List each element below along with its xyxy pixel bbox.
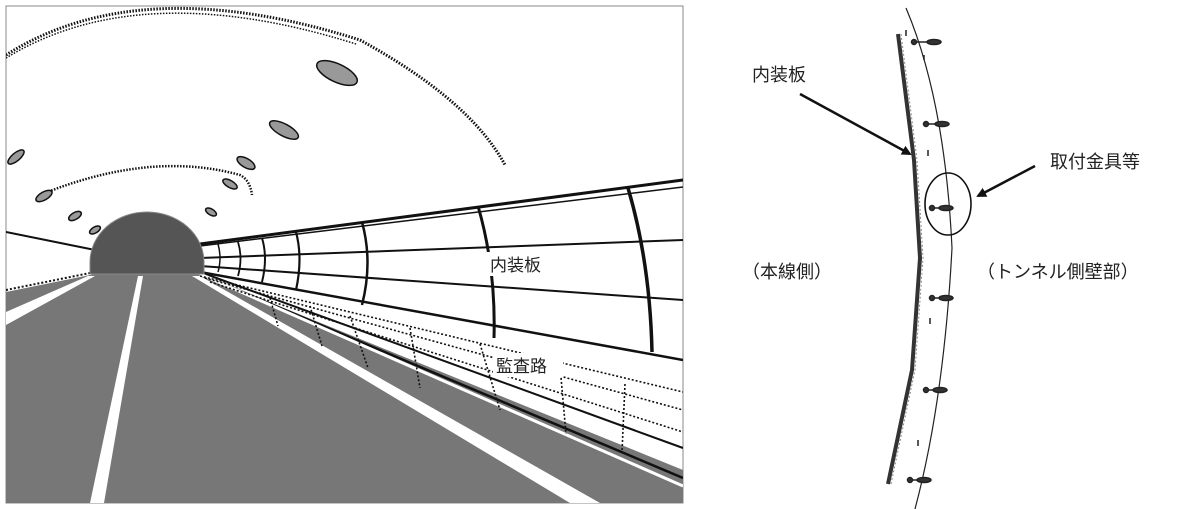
interior-panel-label: 内装板: [490, 256, 541, 276]
interior-panel-wall: [199, 178, 683, 362]
lane-line-center: [90, 276, 143, 503]
tunnel-wall-curve: [905, 7, 953, 509]
fitting-pointer-arrow: [976, 164, 1036, 198]
road-surface: [6, 274, 683, 503]
mounting-fittings: [905, 30, 954, 484]
panel-section-view: 内装板 取付金具等 （本線側） （トンネル側壁部）: [742, 7, 1140, 509]
tunnel-perspective-view: 内装板 監査路: [5, 5, 684, 504]
ceiling-lights: [7, 59, 359, 235]
lane-line-left: [6, 276, 95, 325]
ceiling-cables: [6, 6, 507, 197]
mainline-side-label: （本線側）: [742, 262, 832, 283]
lane-line-right: [192, 276, 600, 503]
tunnel-wall-side-label: （トンネル側壁部）: [977, 262, 1139, 283]
inspection-walkway-label: 監査路: [496, 357, 547, 377]
section-panel-label: 内装板: [752, 65, 806, 86]
inspection-walkway: [199, 275, 683, 453]
fitting-label: 取付金具等: [1050, 152, 1140, 173]
fitting-highlight-circle: [924, 172, 972, 236]
interior-panel-strip: [886, 33, 923, 485]
tunnel-portal: [89, 211, 205, 275]
panel-pointer-arrow: [799, 92, 912, 156]
